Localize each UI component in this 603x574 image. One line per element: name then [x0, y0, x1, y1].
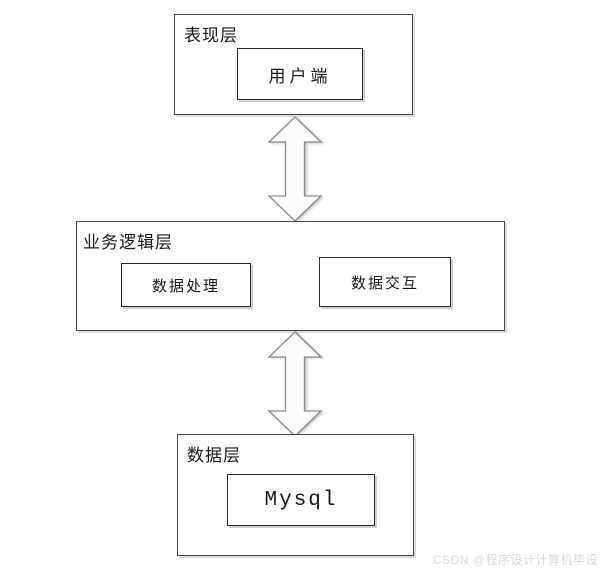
node-client-label: 用户端	[268, 66, 332, 86]
double-arrow-icon	[267, 116, 323, 222]
node-data-processing: 数据处理	[121, 263, 251, 307]
node-data-processing-label: 数据处理	[151, 278, 220, 295]
connector-arrow-bottom	[265, 331, 325, 437]
connector-arrow-top	[265, 116, 325, 222]
node-client: 用户端	[237, 48, 363, 100]
layer-label-business-logic: 业务逻辑层	[83, 233, 173, 252]
layer-box-data: 数据层 Mysql	[177, 434, 414, 556]
layer-label-presentation: 表现层	[184, 26, 238, 45]
layer-box-presentation: 表现层 用户端	[174, 14, 413, 115]
watermark-text: CSDN @程序设计计算机毕设	[432, 553, 598, 567]
node-data-interaction-label: 数据交互	[350, 275, 419, 292]
layer-box-business-logic: 业务逻辑层 数据处理 数据交互	[76, 221, 505, 331]
node-mysql: Mysql	[227, 474, 375, 526]
double-arrow-icon	[267, 331, 323, 437]
node-data-interaction: 数据交互	[319, 257, 451, 307]
node-mysql-label: Mysql	[264, 488, 338, 512]
layer-label-data: 数据层	[187, 446, 241, 465]
